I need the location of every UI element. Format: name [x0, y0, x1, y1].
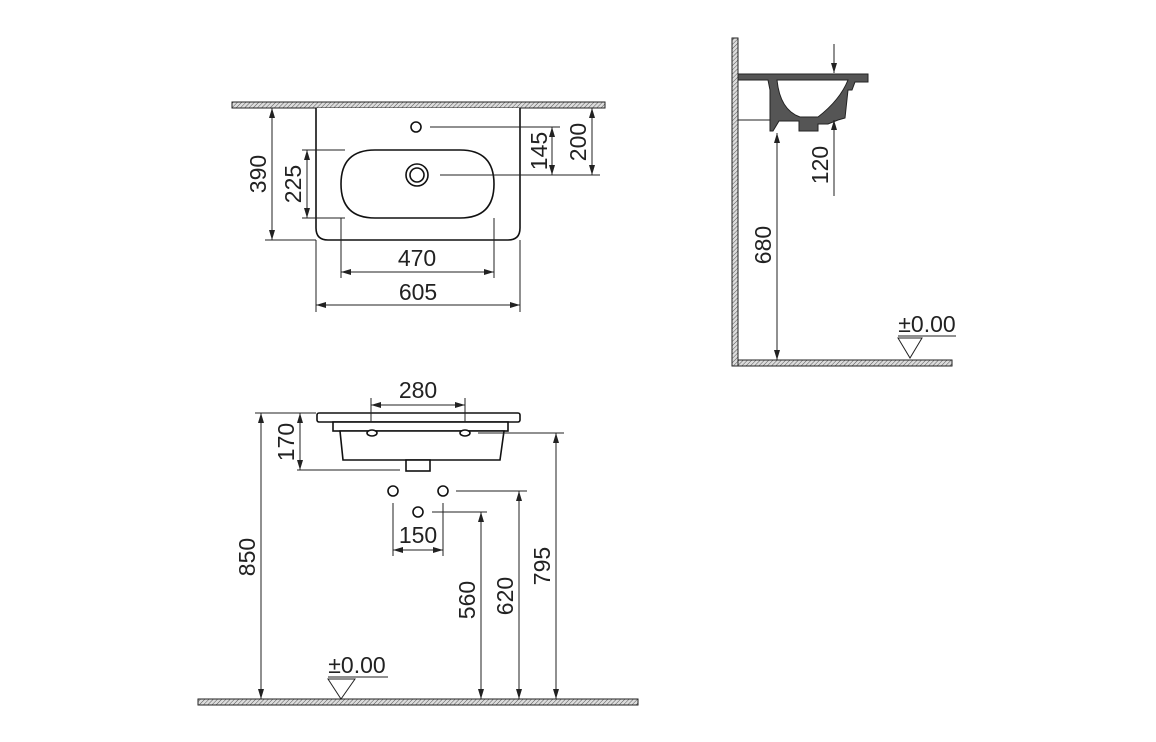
label-620: 620	[492, 577, 518, 615]
front-view: 280 170 850 150 560 620 795 ±0.00	[197, 377, 639, 706]
floor-section	[197, 698, 639, 706]
label-850: 850	[234, 538, 260, 576]
label-605: 605	[399, 279, 437, 305]
supply-hole-left	[387, 485, 399, 497]
label-470: 470	[398, 245, 436, 271]
label-200: 200	[565, 123, 591, 161]
side-view: 120 680 ±0.00	[731, 37, 956, 367]
label-795: 795	[529, 547, 555, 585]
label-145: 145	[526, 132, 552, 170]
floor-section	[737, 359, 953, 367]
supply-hole-right	[437, 485, 449, 497]
label-120: 120	[807, 146, 833, 184]
label-floor-level: ±0.00	[328, 652, 385, 678]
label-280: 280	[399, 377, 437, 403]
label-floor-level: ±0.00	[898, 311, 955, 337]
label-390: 390	[245, 155, 271, 193]
top-view: 390 225 145 200 470 605	[231, 101, 606, 312]
basin-shoulder	[332, 421, 509, 432]
wall-section	[731, 37, 739, 367]
label-170: 170	[273, 423, 299, 461]
overflow-hole	[459, 429, 471, 437]
drain-inner	[409, 167, 425, 183]
basin-body	[339, 430, 505, 461]
waste-hole	[412, 506, 424, 518]
level-marker-icon	[897, 337, 923, 359]
overflow-hole	[366, 429, 378, 437]
drain-outlet	[405, 459, 431, 472]
tap-hole	[410, 121, 422, 133]
label-680: 680	[750, 226, 776, 264]
basin-rim	[316, 412, 521, 423]
wall-section	[231, 101, 606, 109]
label-150: 150	[399, 522, 437, 548]
label-225: 225	[280, 165, 306, 203]
label-560: 560	[454, 581, 480, 619]
bowl-cavity	[776, 79, 849, 118]
level-marker-icon	[327, 678, 356, 700]
